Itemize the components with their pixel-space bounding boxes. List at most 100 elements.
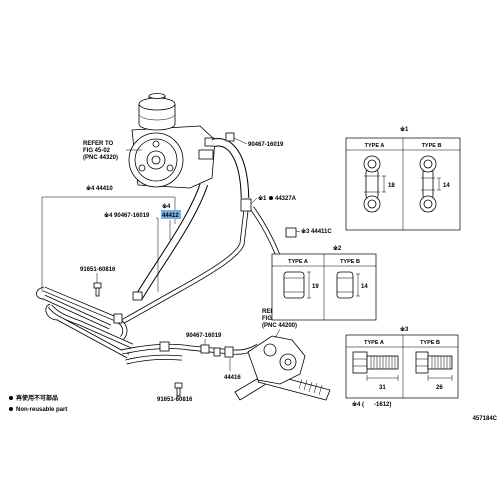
clip-type-b-body xyxy=(422,169,434,199)
pulley-hole xyxy=(152,140,160,148)
detail-box-1-type-b: TYPE B xyxy=(422,143,442,149)
cooler-loop-end xyxy=(45,303,59,321)
pulley-hole xyxy=(138,164,146,172)
tube-lower-label: 44416 xyxy=(224,375,241,381)
sleeve-type-a xyxy=(283,271,305,299)
clip-type-b-waist xyxy=(421,177,435,191)
tube-fitting xyxy=(213,347,221,357)
non-reusable-mark-icon xyxy=(269,196,273,200)
sleeve-type-b xyxy=(336,271,354,299)
dim-line-type-a xyxy=(382,175,386,193)
bolt-lower-head-icon xyxy=(174,382,183,389)
hose-return-label: 44412 xyxy=(162,213,179,219)
clamp-mid-icon xyxy=(132,291,143,301)
detail-box-3-grid xyxy=(346,335,458,398)
leader-clamp-upper xyxy=(233,137,248,145)
clamp-upper-icon xyxy=(225,132,235,142)
clamp-upper-label: 90467-16019 xyxy=(248,142,284,148)
bolt-lower-shaft-icon xyxy=(176,387,181,397)
tube-44416-fill xyxy=(120,344,260,354)
clip-type-a-ring-hole xyxy=(367,159,377,169)
detail-box-3-dim-b: 26 xyxy=(436,385,443,391)
detail-box-3-dim-a: 31 xyxy=(379,385,386,391)
clip-type-a-ring-hole xyxy=(367,199,377,209)
clip-type-b-ring-hole xyxy=(423,159,433,169)
legend-en: Non-reusable part xyxy=(16,407,67,413)
sleeve-type-a-bands xyxy=(284,277,304,293)
detail-box-2-type-b: TYPE B xyxy=(340,259,360,265)
reservoir-cap-top xyxy=(148,93,166,99)
bolt-type-a-head-facets xyxy=(353,358,367,367)
legend: 再使用不可部品 Non-reusable part xyxy=(9,394,67,413)
clip-type-a-body xyxy=(365,169,379,199)
detail-box-2-dim-b: 14 xyxy=(361,284,368,290)
bolt-upper-label: 91651-60816 xyxy=(80,267,116,273)
return-hose xyxy=(213,142,245,198)
refer-pump-line2: FIG 45-02 xyxy=(83,148,111,154)
leader-44411c xyxy=(295,230,301,233)
clamp-mid-label: ※4 90467-16019 xyxy=(104,211,150,219)
detail-box-2-note: ※2 xyxy=(333,244,342,252)
clamp-gear-label: ※3 44411C xyxy=(301,227,332,235)
tube-fitting xyxy=(224,346,234,358)
gear-port-inner xyxy=(284,358,292,366)
detail-box-1: ※1 TYPE A TYPE B 18 14 xyxy=(345,125,461,231)
bolt-type-b-head-facets xyxy=(416,358,428,367)
leader-clamp-mid xyxy=(156,217,159,292)
detail-box-3-note: ※3 xyxy=(400,325,409,333)
tube-44416 xyxy=(120,341,260,362)
highlight-44412 xyxy=(161,210,181,219)
detail-box-2-grid xyxy=(272,254,376,320)
bolt-type-a-head xyxy=(352,351,368,374)
steering-gear xyxy=(234,335,331,401)
detail-box-1-grid xyxy=(346,138,460,230)
figure-code: 457184C xyxy=(473,416,498,422)
bolt-type-a-thread xyxy=(370,356,396,369)
leader-44327a xyxy=(250,197,258,205)
detail-box-1-note: ※1 xyxy=(400,125,409,133)
detail-box-1-dim-a: 18 xyxy=(388,183,395,189)
pulley-hole xyxy=(166,164,174,172)
cooler-loop-end xyxy=(36,286,45,300)
gear-valve xyxy=(263,343,277,357)
detail-box-3-type-a: TYPE A xyxy=(364,340,384,346)
pressure-tube xyxy=(122,208,279,322)
dim-line-type-b xyxy=(427,375,453,381)
pulley-bolt xyxy=(151,155,161,165)
rack-bellows xyxy=(298,378,323,396)
hardware xyxy=(93,132,297,397)
detail-box-3-type-b: TYPE B xyxy=(420,340,440,346)
detail-box-2: ※2 TYPE A TYPE B 19 14 xyxy=(271,244,377,321)
non-reusable-mark-icon xyxy=(9,396,13,400)
tube-assy-label: ※4 44410 xyxy=(86,184,113,192)
leader-refer-gear xyxy=(274,328,281,339)
sleeve-type-b-bands xyxy=(337,277,353,293)
clip-type-a-waist xyxy=(364,175,380,193)
gear-clip-icon xyxy=(285,227,297,238)
non-reusable-mark-icon xyxy=(9,407,13,411)
reservoir-top xyxy=(138,97,176,111)
dim-line-type-a xyxy=(366,375,399,381)
refer-pump-line1: REFER TO xyxy=(83,141,114,147)
footnote-4: ※4 ( -1612) xyxy=(352,400,391,408)
union-bolt-icon xyxy=(240,198,252,212)
refer-pump-line3: (PNC 44320) xyxy=(83,155,118,161)
detail-box-2-type-a: TYPE A xyxy=(288,259,308,265)
bolt-lower-label: 91651-60816 xyxy=(157,397,193,403)
bolt-type-b-head xyxy=(415,351,429,374)
bolt-type-a-shaft xyxy=(366,355,399,370)
dim-line-type-b xyxy=(437,177,441,191)
detail-box-3: ※3 TYPE A TYPE B 31 26 xyxy=(345,325,459,399)
refer-gear-line3: (PNC 44200) xyxy=(262,323,297,329)
bolt-type-b-shaft xyxy=(427,355,453,370)
bolt-upper-shaft-icon xyxy=(95,287,100,297)
detail-box-1-dim-b: 14 xyxy=(443,183,450,189)
clamp-lower-label: 90467-16019 xyxy=(186,333,222,339)
hose-return-note: ※4 xyxy=(162,202,171,210)
dim-line-type-b xyxy=(356,273,360,297)
detail-box-1-type-a: TYPE A xyxy=(365,143,385,149)
oil-cooler-tubes xyxy=(36,286,133,356)
clip-type-b-ring-hole xyxy=(423,199,433,209)
